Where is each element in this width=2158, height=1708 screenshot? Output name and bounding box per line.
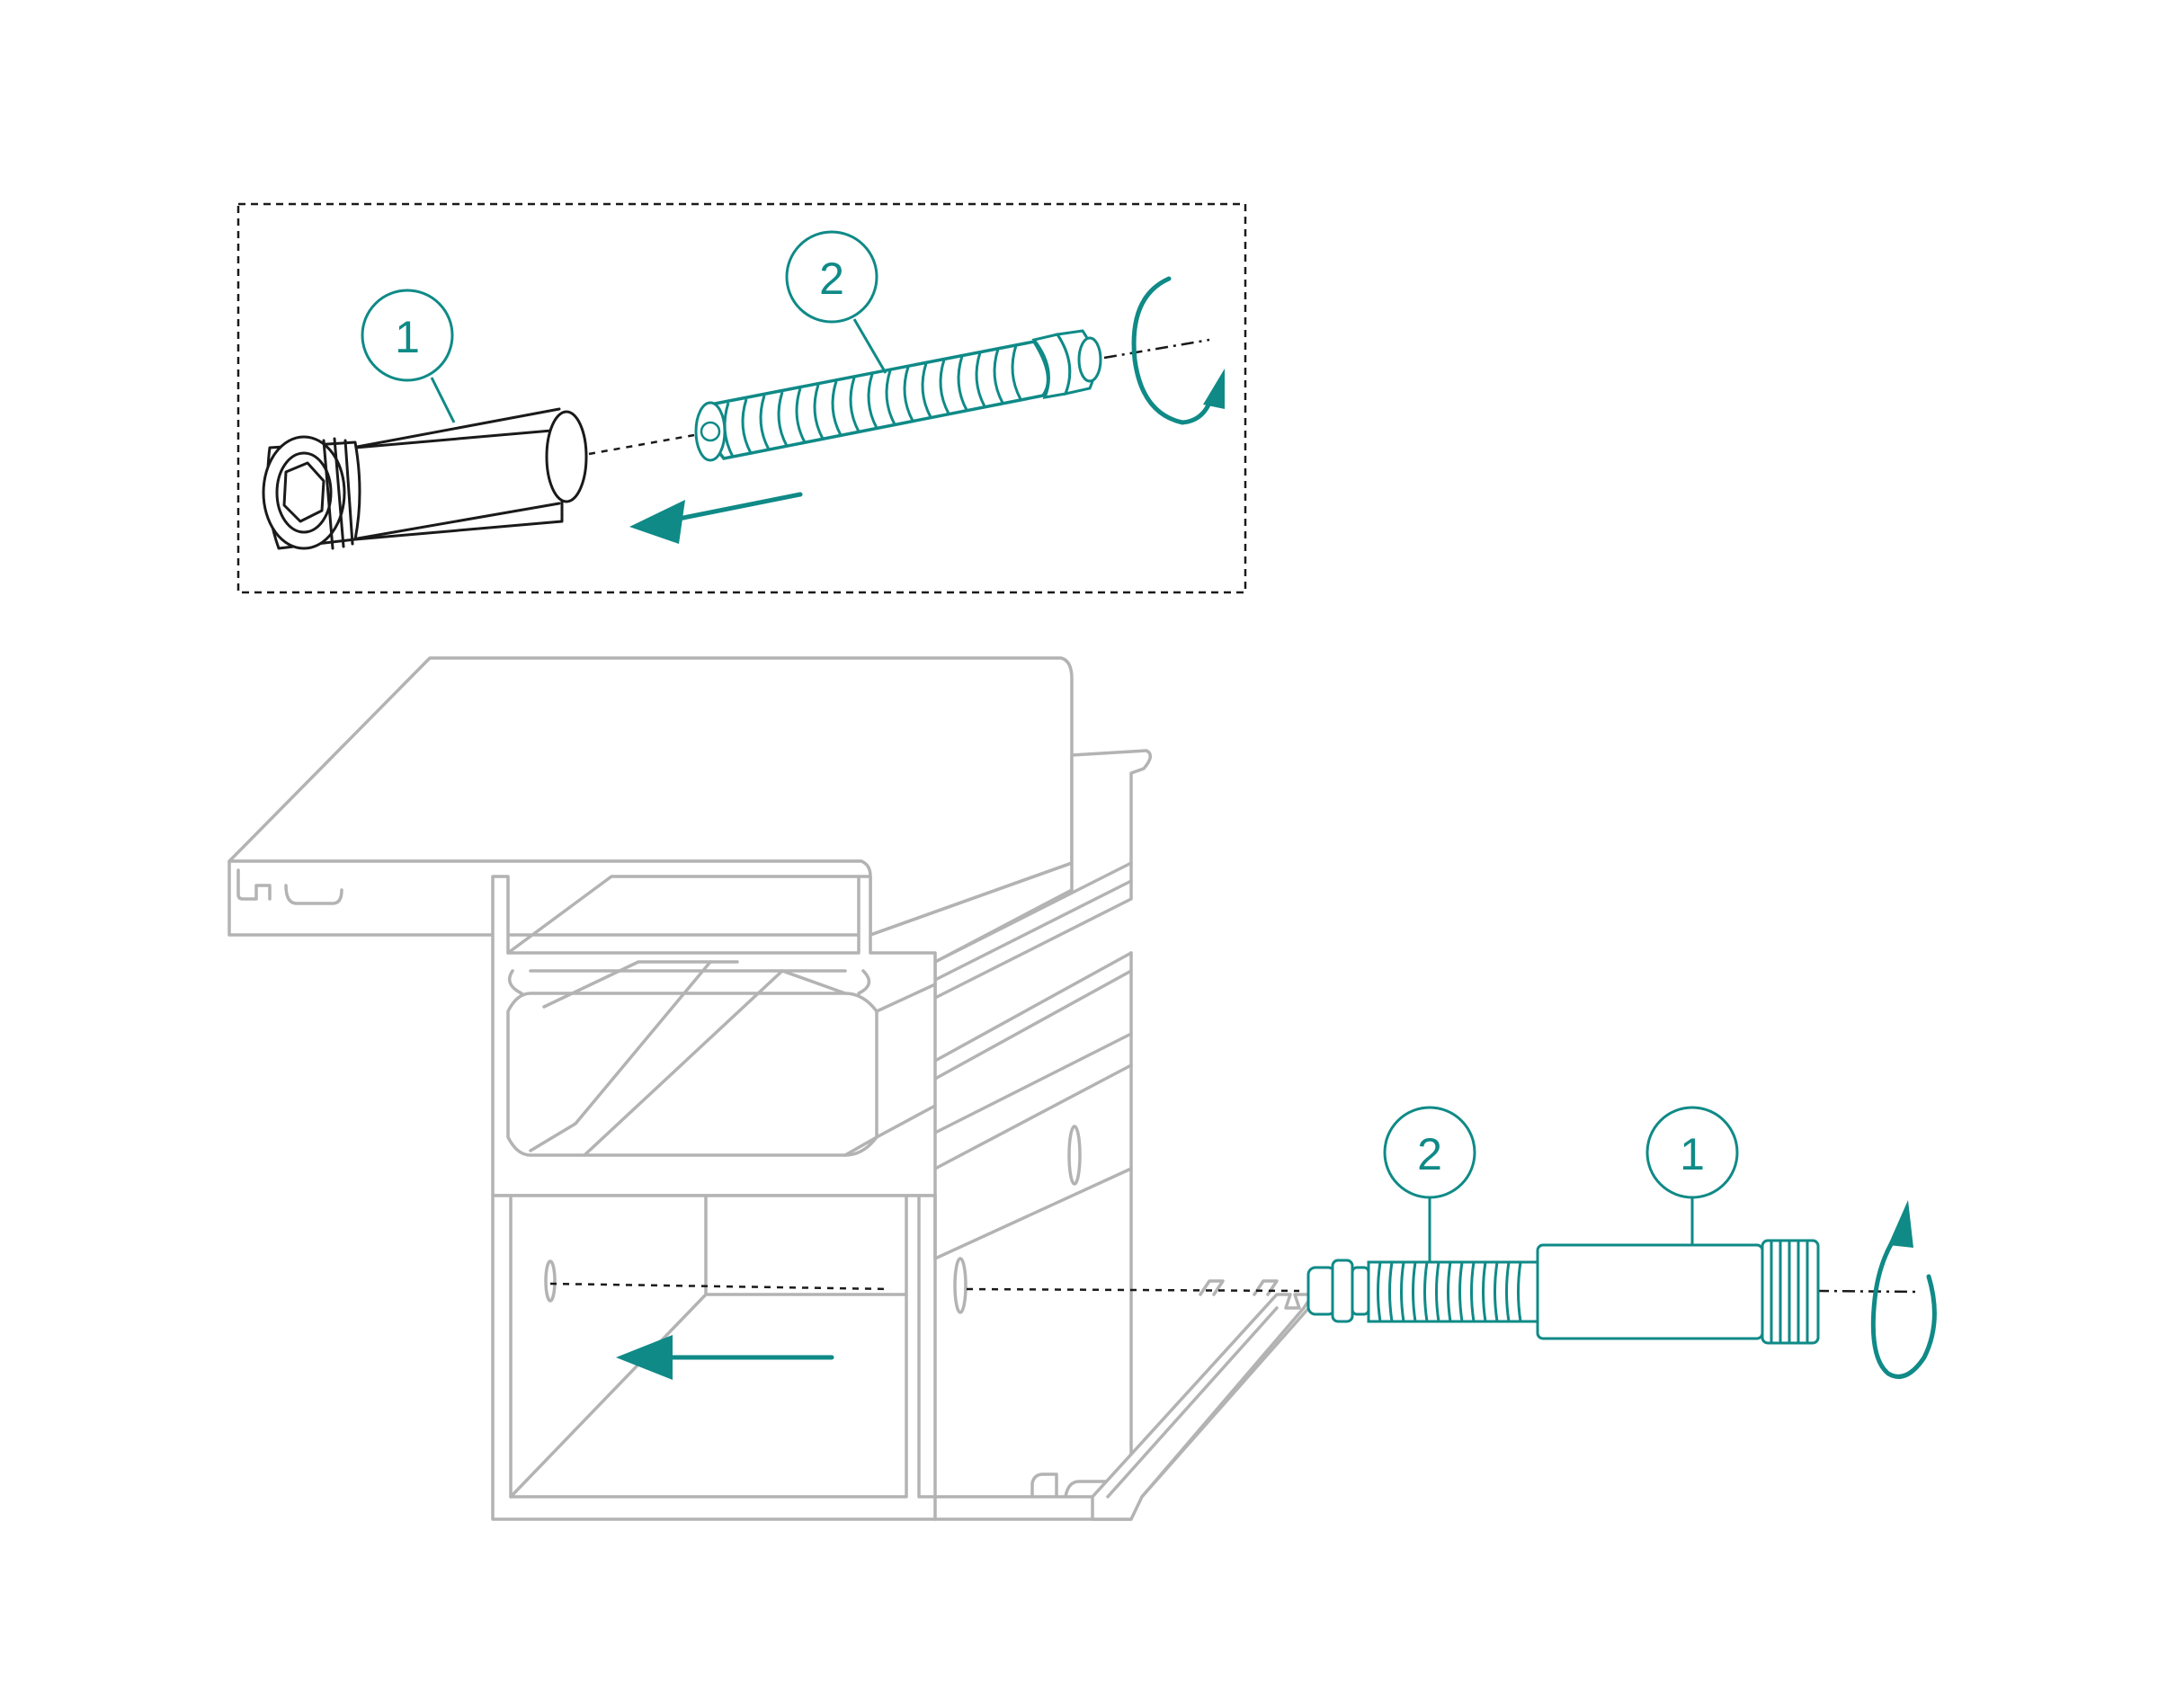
main-sleeve-part-1 bbox=[1536, 1239, 1820, 1345]
main-callout-1-label: 1 bbox=[1680, 1129, 1705, 1179]
detail-callout-2: 2 bbox=[785, 230, 887, 374]
main-callout-1: 1 bbox=[1645, 1106, 1739, 1245]
main-axis-outer bbox=[966, 1287, 1300, 1293]
detail-insert-arrow bbox=[629, 492, 803, 544]
aluminium-profile bbox=[227, 656, 1315, 1521]
detail-bolt-part-2 bbox=[694, 329, 1102, 462]
main-bolt-part-2 bbox=[1306, 1259, 1539, 1323]
detail-callout-2-label: 2 bbox=[819, 254, 844, 304]
detail-callout-1-label: 1 bbox=[395, 312, 420, 362]
detail-sleeve-part-1 bbox=[262, 407, 588, 550]
detail-inset: 1 2 bbox=[236, 202, 1247, 594]
detail-callout-1: 1 bbox=[361, 289, 456, 423]
main-insert-arrow bbox=[616, 1335, 834, 1380]
main-axis-right bbox=[1815, 1289, 1916, 1294]
detail-rotation-arrow bbox=[1131, 276, 1225, 425]
profile-lower-box bbox=[491, 1167, 1133, 1521]
detail-axis-right bbox=[1103, 338, 1210, 360]
main-rotation-arrow bbox=[1870, 1200, 1937, 1379]
main-callout-2-label: 2 bbox=[1417, 1129, 1442, 1179]
main-callout-2: 2 bbox=[1383, 1106, 1476, 1262]
detail-axis-left bbox=[588, 433, 695, 456]
profile-bottom-rail bbox=[1091, 1293, 1315, 1521]
detail-frame bbox=[236, 202, 1247, 594]
